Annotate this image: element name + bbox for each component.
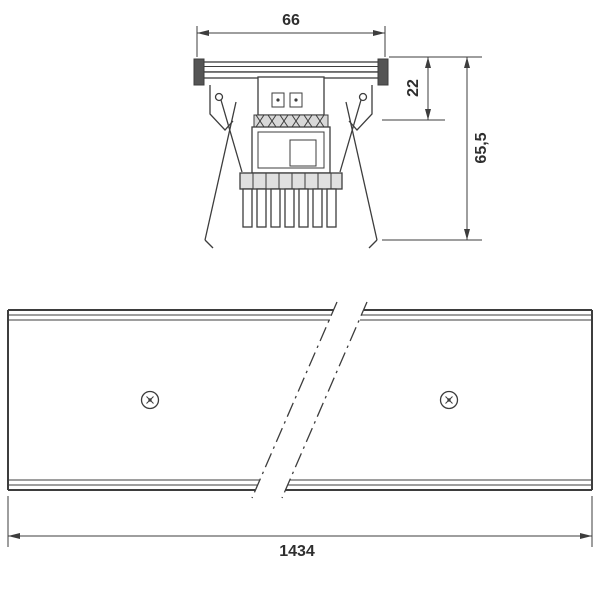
clip-coil (214, 92, 224, 102)
screw-center-dot (148, 398, 152, 402)
arrowhead (197, 30, 209, 36)
clip-foot (204, 239, 214, 249)
plan-view: 1434 (7, 301, 593, 560)
clip-coil (358, 92, 368, 102)
arrowhead (373, 30, 385, 36)
clip-wire (204, 101, 237, 241)
arrowhead (464, 229, 470, 240)
clip-wire (345, 101, 378, 241)
arrowhead (464, 57, 470, 68)
comb-tooth (326, 188, 337, 228)
comb-tooth (256, 188, 267, 228)
panel-outline (7, 309, 593, 491)
comb-tooth (312, 188, 323, 228)
break-centerline (281, 301, 368, 499)
comb-tooth (242, 188, 253, 228)
hatch-line (267, 114, 277, 128)
gasket-band (253, 114, 329, 128)
depth-dimension-label: 22 (405, 79, 422, 97)
arrowhead (8, 533, 20, 539)
frame-end-cap-right (377, 58, 389, 86)
screw-center-dot (447, 398, 451, 402)
driver-window (289, 139, 317, 167)
arrowhead (425, 57, 431, 68)
driver-box (251, 126, 331, 174)
screw-right (439, 390, 459, 410)
arrowhead (580, 533, 592, 539)
hatch-line (291, 114, 301, 128)
terminal-strip (239, 172, 343, 190)
screw-dot-icon (294, 98, 298, 102)
hatch-line (315, 114, 325, 128)
hatch-line (255, 114, 265, 128)
comb-tooth (298, 188, 309, 228)
spring-clip-left (204, 92, 243, 249)
length-dimension: 1434 (7, 496, 593, 560)
arrowhead (425, 109, 431, 120)
frame-end-cap-left (193, 58, 205, 86)
connector-comb (242, 188, 337, 228)
clip-wire (339, 99, 362, 173)
center-housing (257, 76, 325, 116)
comb-tooth (270, 188, 281, 228)
break-lines (251, 301, 368, 499)
spring-clip-right (339, 92, 378, 249)
hatch-line (279, 114, 289, 128)
clip-wire (220, 99, 243, 173)
terminal-block (239, 172, 343, 190)
clip-foot (368, 239, 378, 249)
height-dimension: 65,5 (382, 57, 490, 241)
screw-left (140, 390, 160, 410)
break-centerline (251, 301, 338, 499)
screw-dot-icon (276, 98, 280, 102)
width-dimension-label: 66 (282, 12, 300, 29)
length-dimension-label: 1434 (279, 543, 315, 560)
height-dimension-label: 65,5 (473, 132, 490, 163)
hatch-line (303, 114, 313, 128)
width-dimension: 66 (196, 12, 386, 57)
comb-tooth (284, 188, 295, 228)
cross-section-view: 66 (193, 12, 490, 249)
